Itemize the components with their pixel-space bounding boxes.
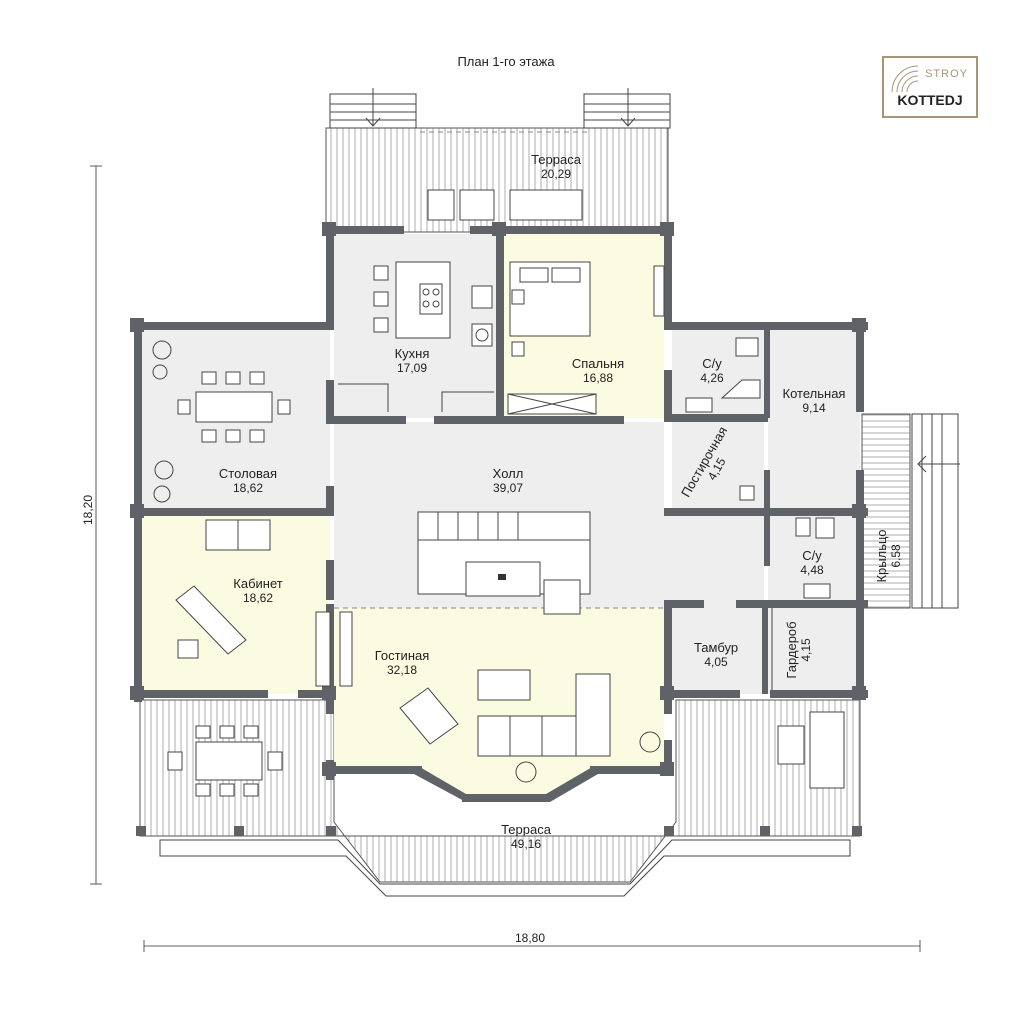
study-name: Кабинет <box>233 576 282 591</box>
wc2-area: 4,48 <box>800 563 824 577</box>
study-furniture <box>175 519 353 687</box>
terrace-top <box>325 88 671 233</box>
plan-title: План 1-го этажа <box>457 54 555 69</box>
living-area: 32,18 <box>387 663 417 677</box>
hall-name: Холл <box>493 466 524 481</box>
room-label-dining: Столовая 18,62 <box>219 466 277 495</box>
bedroom-name: Спальня <box>572 356 624 371</box>
dining-area: 18,62 <box>233 481 263 495</box>
dining-name: Столовая <box>219 466 277 481</box>
room-label-porch: Крыльцо 6,58 <box>874 529 903 582</box>
wardrobe-name: Гардероб <box>784 621 799 678</box>
company-logo: STROY KOTTEDJ <box>882 56 978 118</box>
living-furniture <box>399 669 661 783</box>
study-area: 18,62 <box>243 591 273 605</box>
room-label-kitchen: Кухня 17,09 <box>395 346 430 375</box>
room-label-wardrobe: Гардероб 4,15 <box>784 621 813 678</box>
wardrobe-area: 4,15 <box>799 638 813 662</box>
room-label-wc1: С/у 4,26 <box>700 356 724 385</box>
dimension-height-label: 18,20 <box>81 495 95 525</box>
floor-vestibule <box>668 608 762 694</box>
room-label-vestibule: Тамбур 4,05 <box>694 640 738 669</box>
room-label-boiler: Котельная 9,14 <box>783 386 846 415</box>
terrace-top-name: Терраса <box>531 152 582 167</box>
bedroom-furniture <box>507 261 665 415</box>
dimension-height: 18,20 <box>81 165 102 885</box>
boiler-name: Котельная <box>783 386 846 401</box>
porch-area: 6,58 <box>889 544 903 568</box>
wc1-area: 4,26 <box>700 371 724 385</box>
floor-boiler <box>768 330 860 508</box>
vestibule-area: 4,05 <box>704 655 728 669</box>
room-label-terrace-top: Терраса 20,29 <box>531 152 582 181</box>
terrace-bottom-area: 49,16 <box>511 837 541 851</box>
dimension-width-label: 18,80 <box>515 931 545 945</box>
kitchen-area: 17,09 <box>397 361 427 375</box>
dining-furniture <box>152 340 291 503</box>
wc1-name: С/у <box>702 356 722 371</box>
walls <box>130 222 868 836</box>
vestibule-name: Тамбур <box>694 640 738 655</box>
logo-arcs-icon <box>891 65 919 93</box>
boiler-area: 9,14 <box>802 401 826 415</box>
kitchen-name: Кухня <box>395 346 430 361</box>
floor-wardrobe <box>766 608 856 694</box>
room-label-bedroom: Спальня 16,88 <box>572 356 624 385</box>
room-label-wc2: С/у 4,48 <box>800 548 824 577</box>
dimension-width: 18,80 <box>143 931 921 952</box>
room-label-living: Гостиная 32,18 <box>375 648 430 677</box>
terrace-bottom-name: Терраса <box>501 822 552 837</box>
logo-text-kottedj: KOTTEDJ <box>897 92 963 108</box>
porch <box>861 413 960 609</box>
room-label-hall: Холл 39,07 <box>493 466 524 495</box>
hall-furniture <box>334 511 664 615</box>
room-label-study: Кабинет 18,62 <box>233 576 282 605</box>
bedroom-area: 16,88 <box>583 371 613 385</box>
wc-fixtures <box>685 337 835 690</box>
porch-name: Крыльцо <box>874 529 889 582</box>
floor-hall-east <box>664 512 764 608</box>
living-name: Гостиная <box>375 648 430 663</box>
hall-area: 39,07 <box>493 481 523 495</box>
terrace-top-area: 20,29 <box>541 167 571 181</box>
terrace-bottom <box>139 699 861 897</box>
kitchen-furniture <box>338 261 494 412</box>
wc2-name: С/у <box>802 548 822 563</box>
logo-text-stroy: STROY <box>925 68 968 80</box>
room-label-terrace-bottom: Терраса 49,16 <box>501 822 552 851</box>
